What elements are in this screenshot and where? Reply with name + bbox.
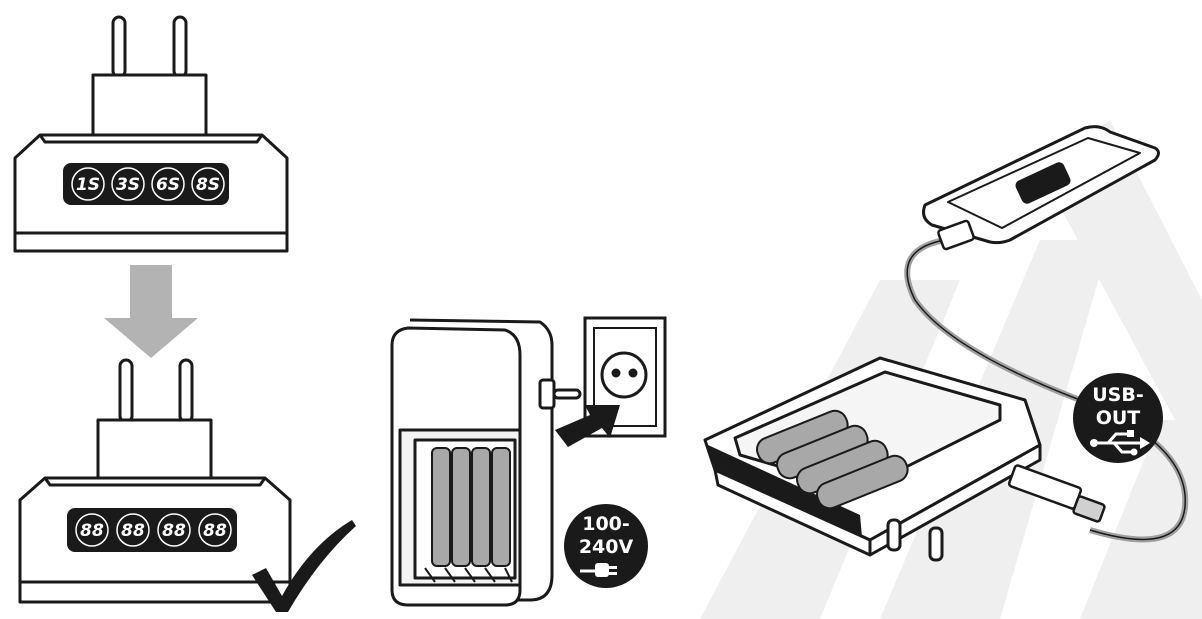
lcd-slot-3-after: 88 [162, 521, 186, 541]
battery-cells [432, 448, 510, 566]
lcd-slot-1-after: 88 [80, 521, 104, 541]
down-arrow-icon [104, 265, 198, 358]
usb-badge-line1: USB- [1092, 384, 1143, 406]
lcd-slot-4-before: 8S [196, 175, 220, 195]
lcd-slot-3-before: 6S [156, 175, 180, 195]
voltage-badge: 100- 240V [564, 504, 648, 588]
voltage-badge-line2: 240V [579, 536, 634, 558]
lcd-slot-2-before: 3S [116, 175, 140, 195]
plug-pin [540, 380, 580, 408]
voltage-badge-line1: 100- [582, 513, 630, 535]
usb-out-badge: USB- OUT [1073, 373, 1163, 463]
lcd-slot-2-after: 88 [121, 521, 145, 541]
usb-badge-line2: OUT [1096, 407, 1141, 429]
charger-before-illustration [15, 17, 287, 251]
lcd-slot-4-after: 88 [203, 521, 227, 541]
lcd-slot-1-before: 1S [76, 175, 100, 195]
charger-after-illustration [20, 360, 290, 602]
